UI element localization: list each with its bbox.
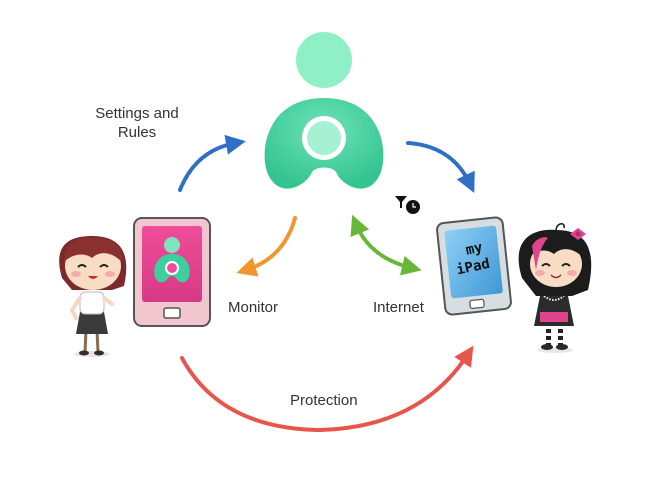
parent-app-logo-icon [264, 32, 384, 189]
parent-girl-icon [59, 236, 127, 357]
protection-label: Protection [290, 392, 358, 409]
tablet-text-my: my [464, 239, 484, 258]
settings-label-line2: Rules [117, 124, 157, 141]
internet-arrow [350, 214, 422, 276]
internet-label: Internet [373, 299, 424, 316]
filter-clock-icon [395, 196, 420, 214]
monitor-label: Monitor [228, 299, 279, 316]
child-tablet-icon: my iPad [436, 216, 512, 316]
settings-label-line1: Settings and [95, 105, 179, 122]
settings-arrow-left [178, 134, 246, 192]
settings-arrow-right [406, 141, 475, 194]
child-girl-icon [518, 223, 592, 353]
tablet-text-ipad: iPad [455, 256, 491, 279]
settings-and-rules-label: Settings and Rules [78, 104, 196, 142]
parent-phone-icon [133, 217, 211, 327]
monitor-arrow [236, 216, 297, 277]
protection-arrow [180, 345, 474, 433]
